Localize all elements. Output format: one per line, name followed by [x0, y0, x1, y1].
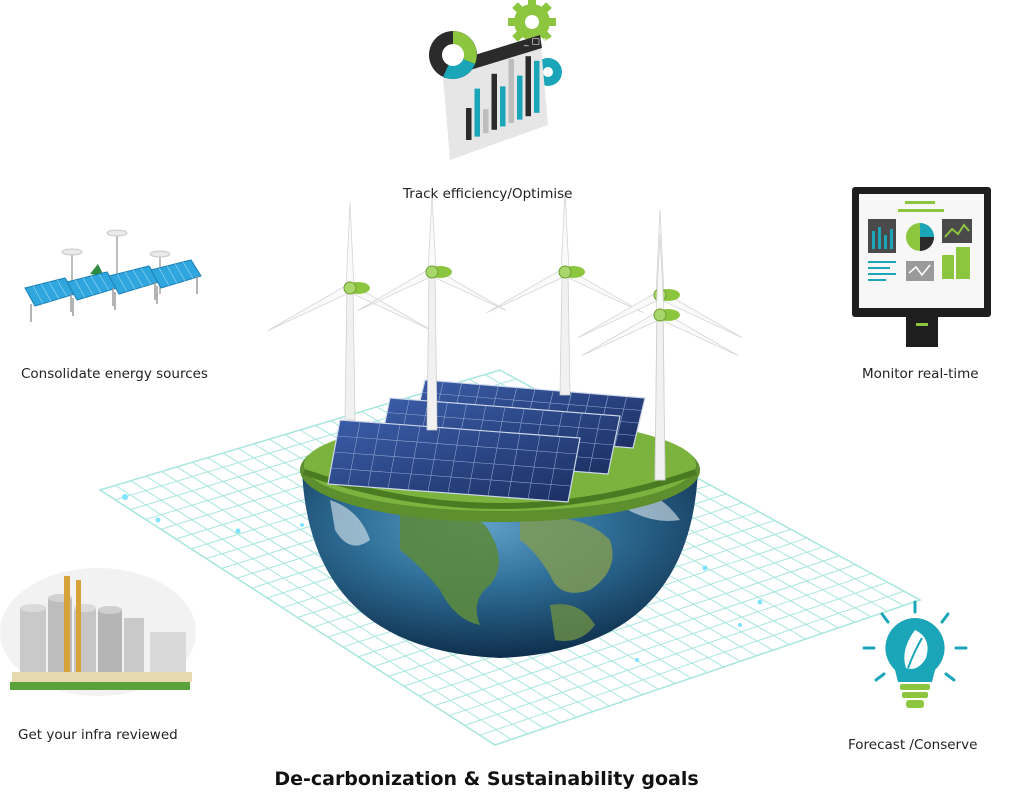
solar-panel-group [327, 379, 646, 503]
diagram-title: De-carbonization & Sustainability goals [274, 768, 699, 790]
wind-turbine-group [267, 190, 743, 481]
consolidate-label: Consolidate energy sources [21, 366, 208, 382]
infra-label: Get your infra reviewed [18, 727, 178, 743]
svg-text:_ ▢ ✕: _ ▢ ✕ [523, 37, 550, 47]
earth-wind-solar-icon [267, 190, 743, 658]
monitor-label: Monitor real-time [862, 366, 979, 382]
analytics-dashboard-icon: _ ▢ ✕ [429, 0, 562, 160]
industrial-plant-icon [0, 568, 196, 696]
leaf-lightbulb-icon [862, 600, 968, 708]
solar-panel-array-icon [24, 229, 202, 322]
monitor-dashboard-icon [852, 187, 991, 347]
forecast-label: Forecast /Conserve [848, 737, 978, 753]
track-label: Track efficiency/Optimise [403, 186, 573, 202]
